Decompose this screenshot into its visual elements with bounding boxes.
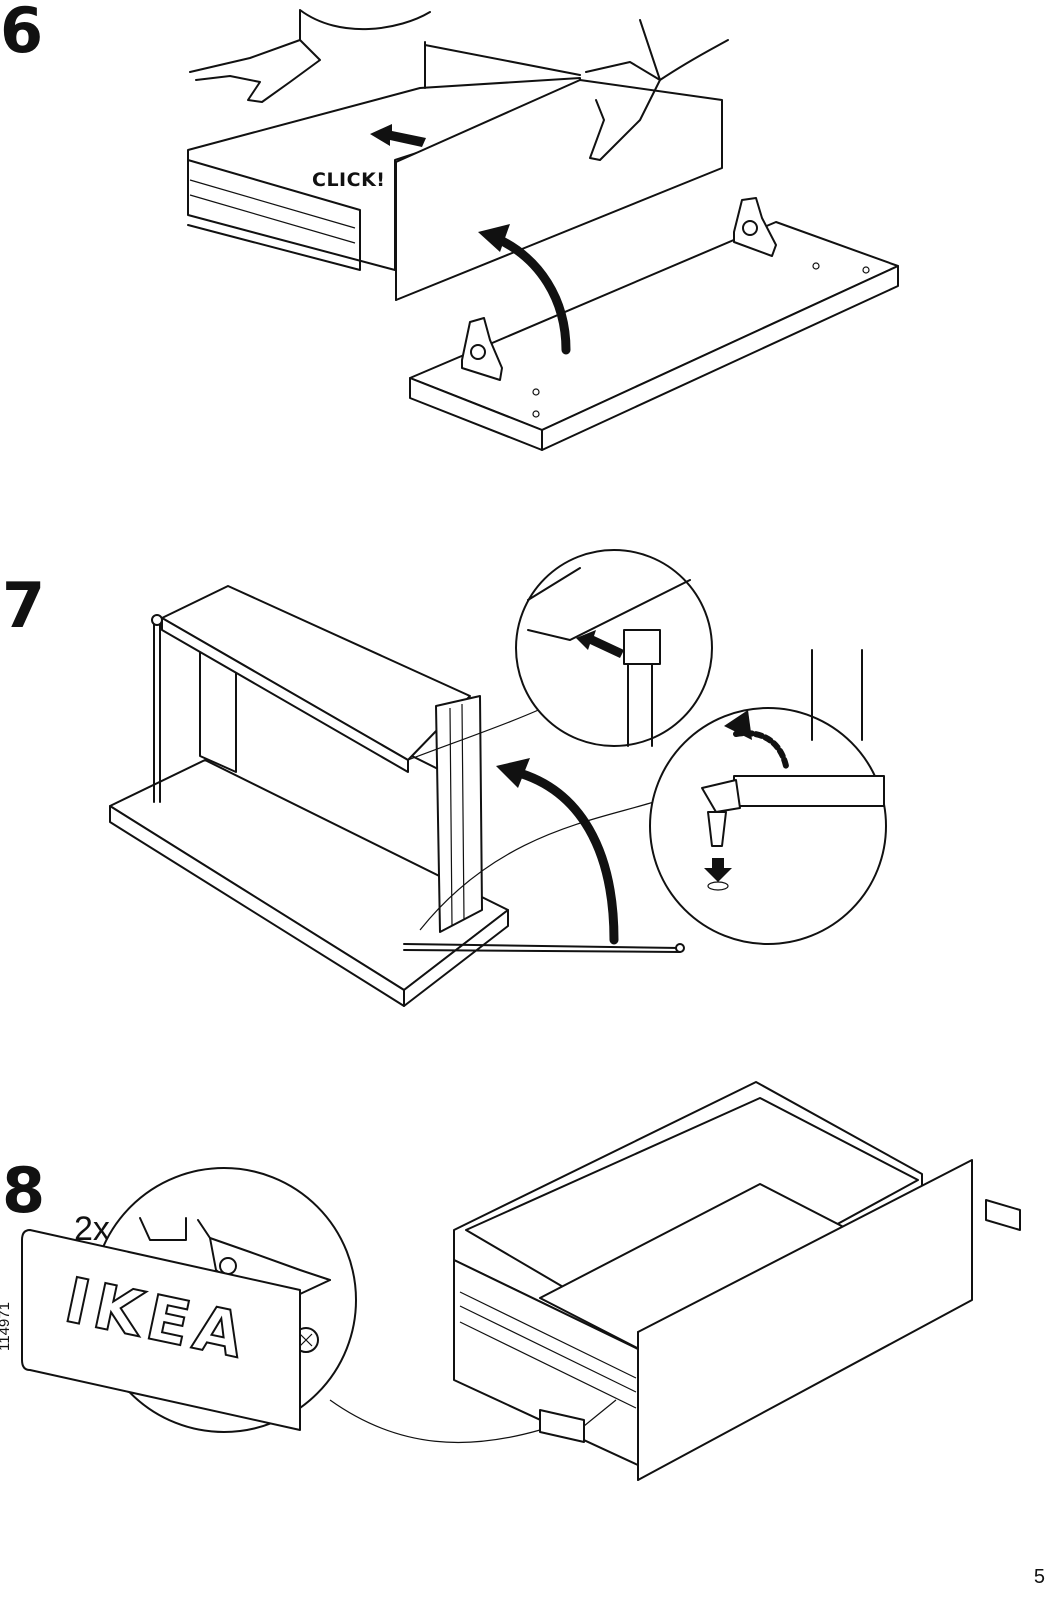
click-label: CLICK! — [312, 169, 386, 191]
left-rod — [153, 619, 161, 803]
down-arrow-icon — [704, 858, 732, 882]
loose-rod — [403, 943, 681, 953]
side-post — [435, 695, 483, 933]
drawer-side-rail — [187, 159, 361, 271]
step-7-number: 7 — [2, 569, 46, 642]
rotate-arrow-icon — [511, 767, 619, 945]
page-number: 5 — [1033, 1566, 1045, 1588]
left-hand — [189, 39, 321, 103]
ikea-logo-plate — [21, 1229, 301, 1431]
rotate-arrow-icon — [491, 233, 571, 355]
push-arrow-icon — [370, 124, 426, 147]
step-6-number: 6 — [0, 0, 44, 67]
detail-circle-bottom — [649, 707, 887, 945]
right-hand — [585, 61, 661, 161]
step-6-illustration — [0, 0, 1061, 470]
step-8-number: 8 — [2, 1154, 46, 1227]
step-8-illustration: IKEA — [0, 1070, 1061, 1570]
cover-plate-left — [539, 1409, 585, 1443]
step-7-illustration — [0, 540, 1061, 1040]
cover-plate-right — [985, 1199, 1021, 1231]
insert-arrow-icon — [576, 630, 624, 658]
